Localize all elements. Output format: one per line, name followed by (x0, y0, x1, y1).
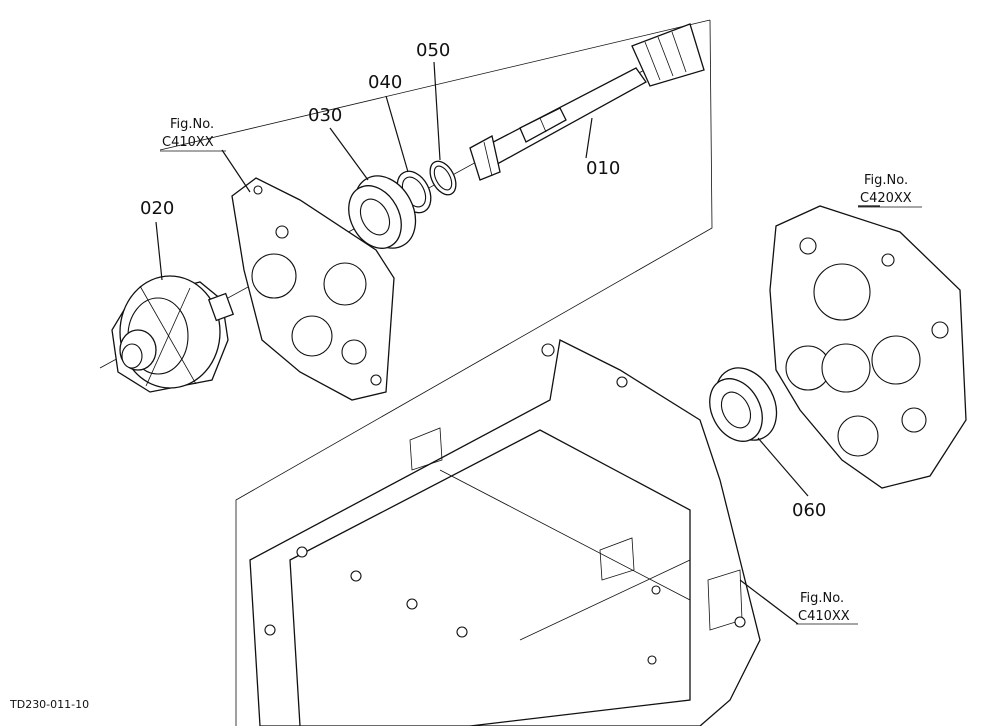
ball-bearing-upper (348, 175, 417, 249)
callout-010: 010 (586, 158, 620, 179)
callout-020: 020 (140, 198, 174, 219)
leader-060 (757, 437, 809, 497)
leader-010 (585, 117, 593, 159)
figref-right-code: C420XX (860, 191, 912, 206)
ball-bearing-lower (709, 367, 778, 442)
drawing-id: TD230-011-10 (9, 698, 89, 711)
leader-040 (385, 95, 409, 173)
callout-060: 060 (792, 500, 826, 521)
figref-right-label: Fig.No. (864, 173, 908, 188)
main-shaft (469, 23, 705, 181)
callout-030: 030 (308, 105, 342, 126)
figref-lower-right-label: Fig.No. (800, 591, 844, 606)
snap-ring (429, 160, 457, 196)
housing-plate-upper (231, 177, 395, 401)
leader-050 (433, 61, 441, 161)
figref-lower-right-code: C410XX (798, 609, 850, 624)
cover-plate-right (769, 205, 967, 489)
transmission-case (249, 339, 761, 726)
figref-upper-left-code: C410XX (162, 135, 214, 150)
leader-fig-lower-right (739, 579, 799, 625)
leader-030 (329, 127, 369, 181)
assembly-frame-upper (235, 19, 713, 726)
figref-upper-left-label: Fig.No. (170, 117, 214, 132)
callout-050: 050 (416, 40, 450, 61)
leader-fig-upper-left (221, 149, 251, 193)
leader-020 (155, 221, 163, 281)
clutch-assembly (111, 275, 235, 393)
callout-040: 040 (368, 72, 402, 93)
